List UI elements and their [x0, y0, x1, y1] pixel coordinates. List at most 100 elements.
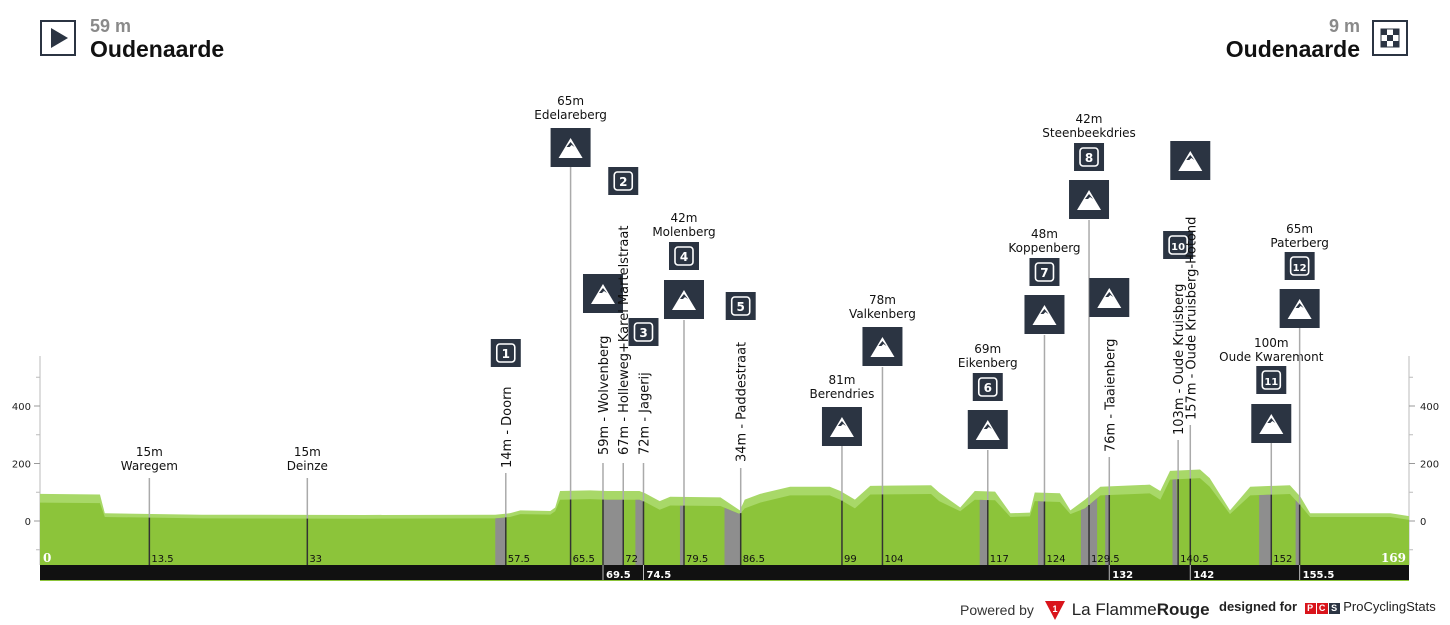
y-tick-label-right: 400 [1420, 402, 1439, 413]
marker-elevation: 15m [136, 445, 163, 459]
climb-number-frame [674, 246, 694, 266]
marker-name: Valkenberg [849, 307, 916, 321]
mountain-icon-peak [1097, 288, 1122, 308]
mountain-icon-peak [1259, 414, 1284, 434]
climb-segment [1172, 479, 1179, 565]
marker-elevation: 78m [869, 293, 896, 307]
marker-name: Oude Kwaremont [1219, 350, 1324, 364]
mountain-icon-peak [558, 138, 583, 158]
marker-name: Berendries [810, 387, 875, 401]
powered-by: Powered by 1 La FlammeRouge [960, 599, 1210, 624]
mountain-icon-snow [1105, 292, 1114, 297]
climb-number-frame [1289, 256, 1310, 276]
climb-number: 7 [1040, 266, 1048, 280]
mountain-icon-peak [671, 290, 696, 310]
mountain-icon-peak [1287, 299, 1312, 319]
km-label: 13.5 [151, 554, 173, 565]
mountain-icon-snow [1267, 418, 1276, 423]
marker-elevation: 42m [1076, 112, 1103, 126]
marker-vertical-label: 34m - Paddestraat [735, 342, 750, 462]
mountain-icon-snow [837, 421, 846, 426]
climb-number: 11 [1264, 377, 1278, 388]
marker-elevation: 69m [974, 342, 1001, 356]
climb-number: 1 [502, 347, 510, 361]
pcs-name[interactable]: ProCyclingStats [1343, 599, 1436, 614]
mountain-icon-peak [975, 420, 1000, 440]
marker-elevation: 65m [557, 94, 584, 108]
climb-segment [1295, 500, 1300, 565]
mountain-icon-snow [1040, 309, 1049, 314]
marker-elevation: 42m [671, 211, 698, 225]
climb-segment [1037, 501, 1045, 565]
y-tick-label-right: 0 [1420, 517, 1426, 528]
lfr-brand-b: Rouge [1156, 600, 1210, 620]
km-label: 57.5 [508, 554, 530, 565]
marker-vertical-label: 59m - Wolvenberg [597, 336, 612, 455]
marker-elevation: 65m [1286, 222, 1313, 236]
climb-number: 6 [984, 381, 992, 395]
finish-elevation: 9 m [1328, 16, 1360, 36]
marker-name: Edelareberg [534, 108, 607, 122]
km-label: 129.5 [1091, 554, 1120, 565]
climb-number-frame [613, 171, 634, 191]
y-tick-label-left: 400 [12, 402, 31, 413]
km-label: 65.5 [573, 554, 595, 565]
finish-info: 9 m Oudenaarde [1226, 16, 1360, 62]
climb-segment [979, 499, 988, 565]
climb-number-frame [730, 296, 751, 316]
marker-vertical-label: 76m - Taaienberg [1103, 339, 1118, 452]
km-bar-label: 74.5 [646, 570, 671, 581]
mountain-icon-peak [829, 417, 854, 437]
mountain-icon-peak [1077, 190, 1102, 210]
km-bar-label: 69.5 [606, 570, 631, 581]
mountain-icon-peak [590, 284, 615, 304]
km-label: 0 [43, 551, 51, 565]
climb-number-frame [1261, 370, 1282, 390]
climb-number: 5 [737, 300, 745, 314]
designed-for-label: designed for [1219, 599, 1298, 614]
climb-segment [679, 505, 684, 565]
mountain-icon-snow [679, 294, 688, 299]
km-label: 33 [309, 554, 322, 565]
km-label: 86.5 [743, 554, 765, 565]
mountain-icon-snow [1295, 303, 1304, 308]
climb-number: 2 [619, 175, 627, 189]
km-label: 169 [1381, 551, 1406, 565]
climb-number-frame [633, 322, 654, 342]
powered-by-label: Powered by [960, 602, 1034, 619]
mountain-icon-snow [1186, 155, 1195, 160]
climb-segment [602, 499, 624, 565]
lfr-logo-number: 1 [1052, 604, 1057, 614]
km-label: 72 [625, 554, 638, 565]
pcs-letter-p: P [1304, 603, 1316, 614]
marker-name: Molenberg [652, 225, 715, 239]
marker-name: Paterberg [1270, 236, 1328, 250]
y-tick-label-left: 0 [25, 517, 31, 528]
pcs-letter-c: C [1316, 603, 1328, 614]
y-tick-label-right: 200 [1420, 460, 1439, 471]
marker-vertical-label: 103m - Oude Kruisberg [1172, 284, 1187, 435]
climb-segment [635, 499, 644, 565]
checkered-flag-icon [1372, 20, 1408, 56]
km-bar-label: 155.5 [1303, 570, 1335, 581]
marker-vertical-label: 67m - Holleweg+Karel Martelstraat [617, 226, 632, 455]
la-flamme-rouge-brand[interactable]: La FlammeRouge [1072, 600, 1210, 619]
climb-number: 12 [1293, 263, 1307, 274]
climb-number-frame [1034, 262, 1055, 282]
marker-name: Eikenberg [958, 356, 1018, 370]
km-label: 124 [1046, 554, 1065, 565]
climb-segment [1259, 494, 1272, 565]
climb-number: 4 [680, 250, 688, 264]
climb-number-frame [1079, 147, 1099, 167]
km-label: 79.5 [686, 554, 708, 565]
mountain-icon-snow [983, 424, 992, 429]
start-city: Oudenaarde [90, 36, 225, 62]
mountain-icon-snow [878, 341, 887, 346]
climb-number: 10 [1171, 242, 1185, 253]
mountain-icon-snow [1085, 194, 1094, 199]
marker-elevation: 81m [828, 373, 855, 387]
distance-bar [40, 565, 1409, 580]
start-elevation: 59 m [90, 16, 132, 36]
